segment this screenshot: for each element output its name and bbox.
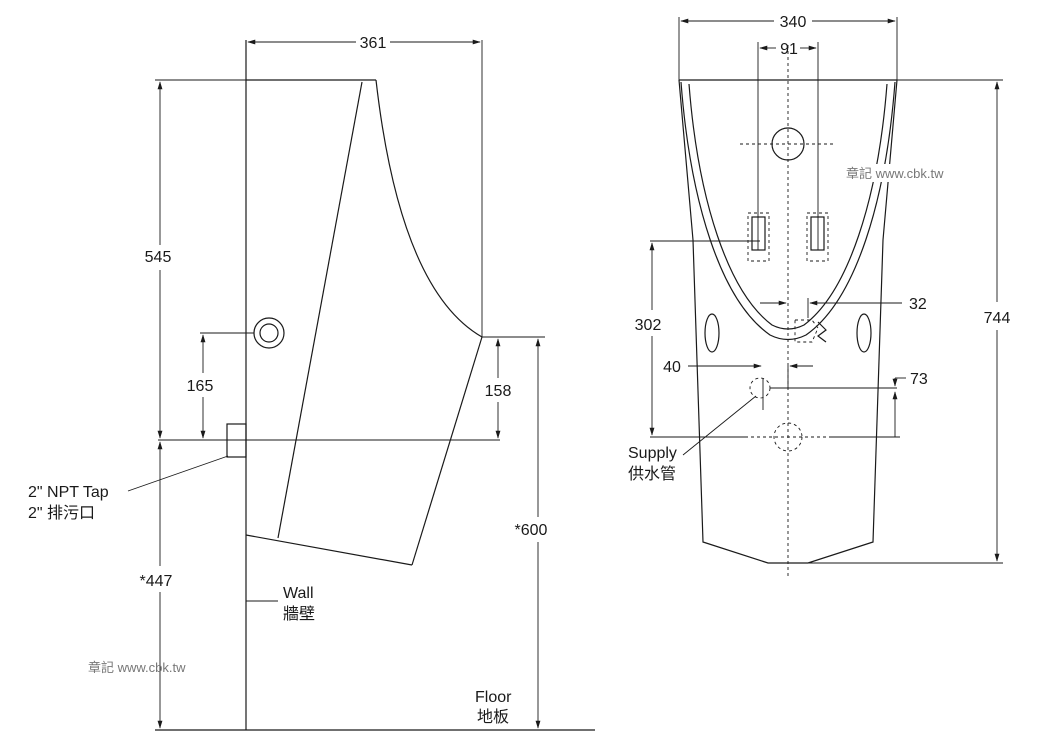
npt-tap-label-zh: 2" 排污口 [28,504,95,522]
dim-40: 40 [663,359,681,376]
dim-73: 73 [910,371,928,388]
dim-361: 361 [360,35,387,52]
supply-inlet-front [740,127,836,161]
watermark-side: 章記 www.cbk.tw [88,660,186,675]
floor-label-zh: 地板 [477,708,509,726]
supply-label-zh: 供水管 [628,465,676,483]
front-view: 340 91 302 40 32 73 744 [628,14,1010,578]
dim-545: 545 [145,249,172,266]
wall-label-zh: 牆壁 [283,604,315,623]
supply-inlet-side [253,317,285,349]
side-view: 361 545 165 158 *600 *447 2" NPT Tap 2" … [28,35,595,731]
dim-744: 744 [984,310,1011,327]
urinal-front-body [678,79,898,564]
dim-158: 158 [485,383,512,400]
dim-302: 302 [635,317,662,334]
dim-32: 32 [909,296,927,313]
dim-91: 91 [780,41,798,58]
dim-600: *600 [515,522,548,539]
supply-label: Supply [628,445,677,462]
mounting-brackets [747,212,829,262]
urinal-side-body [245,79,483,566]
dim-447: *447 [140,573,173,590]
dim-165: 165 [187,378,214,395]
dim-340: 340 [780,14,807,31]
npt-tap-label: 2" NPT Tap [28,484,109,501]
wall-label: Wall [283,585,314,602]
outlet-tap [226,423,247,458]
floor-label: Floor [475,689,512,706]
watermark-front: 章記 www.cbk.tw [846,166,944,181]
